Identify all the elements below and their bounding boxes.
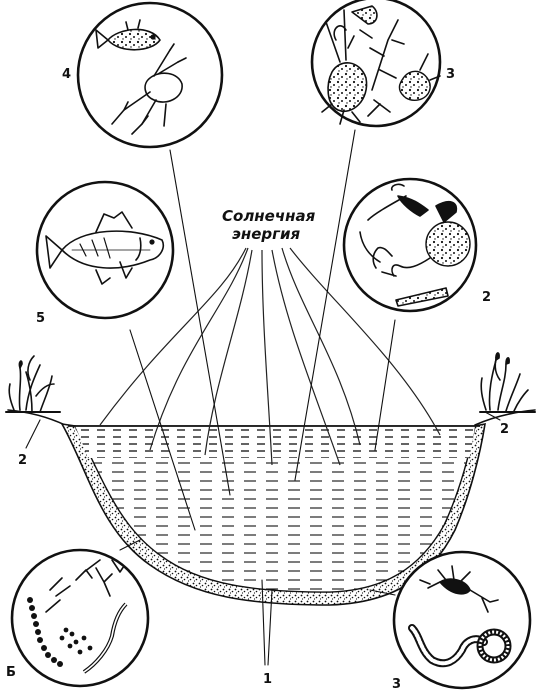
leader-1b: [267, 589, 273, 666]
leader-2-circle: [374, 319, 396, 451]
diatom-icon: [435, 200, 458, 223]
perch-fish-icon: [45, 211, 165, 285]
label-3-bottom: 3: [392, 677, 401, 692]
aquatic-plant-icon: [367, 19, 405, 117]
label-2-right: 2: [500, 422, 509, 437]
label-4: 4: [62, 67, 71, 82]
circle-5-perch: [35, 180, 175, 320]
label-1: 1: [263, 672, 272, 687]
shore-plants-left: [5, 355, 61, 413]
label-2-circle: 2: [482, 290, 491, 305]
bacteria-rods-icon: [45, 559, 125, 613]
leader-4: [169, 149, 231, 496]
beetle-small-icon: [347, 5, 378, 49]
bacteria-cocci-icon: [59, 627, 93, 655]
water-surface-layer: [75, 426, 475, 458]
leader-3-bottom: [369, 589, 396, 596]
leader-lines: [25, 129, 501, 666]
energy-label-line1: Солнечная: [222, 207, 316, 225]
leader-B: [119, 539, 141, 551]
crayfish-icon: [321, 9, 368, 125]
leader-5: [129, 329, 196, 531]
circle-B-bacteria: [10, 548, 150, 688]
mite-icon: [398, 53, 441, 102]
spirillum-icon: [82, 602, 128, 674]
label-3-top: 3: [446, 67, 455, 82]
leader-1a: [261, 579, 266, 666]
tubifex-worm-icon: [408, 624, 512, 668]
circle-2-algae: [342, 177, 478, 313]
label-B: Б: [6, 665, 16, 680]
ground-line: [7, 409, 536, 426]
leader-3-top: [294, 129, 356, 481]
insect-larva-icon: [419, 565, 499, 613]
energy-label-line2: энергия: [232, 225, 301, 243]
shore-plants-right: [479, 352, 536, 413]
label-2-left: 2: [18, 453, 27, 468]
colony-algae-icon: [391, 221, 471, 277]
filament-algae-icon: [359, 183, 449, 307]
circle-4-fish-beetle: [76, 1, 224, 149]
label-5: 5: [36, 311, 45, 326]
circle-3-bottom-worms: [392, 550, 532, 690]
water-beetle-icon: [111, 43, 187, 135]
leader-2-left: [25, 419, 41, 449]
small-fish-icon: [95, 19, 161, 51]
leader-2-right: [484, 411, 501, 421]
circle-3-top-invertebrates: [310, 0, 442, 128]
bacteria-chain-icon: [27, 597, 63, 667]
